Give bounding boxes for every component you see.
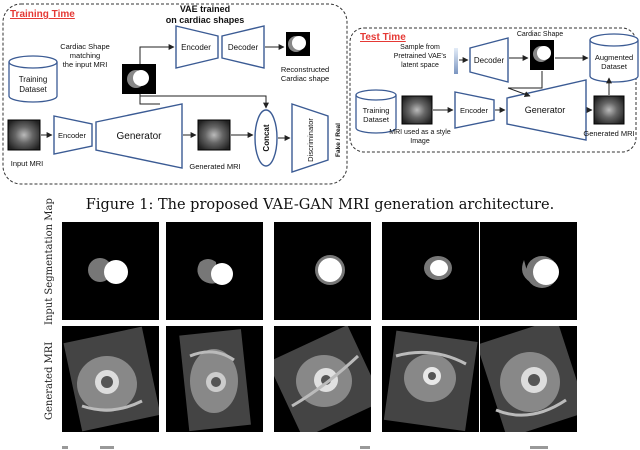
test-generated-mri-image bbox=[593, 95, 625, 125]
training-generator-block bbox=[95, 103, 183, 169]
training-time-title: Training Time bbox=[10, 9, 75, 20]
cardiac-shape-label-line3: the input MRI bbox=[63, 60, 108, 69]
reconstructed-label-line1: Reconstructed bbox=[281, 65, 329, 74]
vae-decoder-label: Decoder bbox=[228, 43, 259, 52]
cropped-text-fragment bbox=[62, 446, 548, 449]
training-encoder-label: Encoder bbox=[58, 131, 86, 140]
cardiac-shape-label-line2: matching bbox=[70, 51, 100, 60]
test-training-dataset-line2: Dataset bbox=[363, 115, 390, 124]
vae-encoder-block bbox=[175, 25, 219, 69]
cardiac-shape-short-label: Cardiac Shape bbox=[517, 31, 563, 38]
discriminator-block bbox=[291, 103, 329, 173]
generated-mri-label: Generated MRI bbox=[189, 162, 240, 171]
training-dataset-line1: Training bbox=[19, 75, 48, 84]
architecture-diagram: Training Time VAE trained on cardiac sha… bbox=[2, 3, 639, 185]
input-mri-image bbox=[7, 119, 41, 151]
training-generator-label: Generator bbox=[116, 131, 162, 142]
generated-mri-sample bbox=[166, 326, 263, 432]
latent-sample-bar bbox=[454, 48, 458, 74]
vae-encoder-label: Encoder bbox=[181, 43, 211, 52]
test-decoder-label: Decoder bbox=[474, 56, 505, 65]
test-time-title: Test Time bbox=[360, 32, 406, 43]
test-encoder-label: Encoder bbox=[460, 106, 488, 115]
test-training-dataset-cylinder bbox=[355, 89, 397, 134]
generated-mri-sample bbox=[274, 326, 371, 432]
style-label-line1: MRI used as a style bbox=[389, 129, 451, 136]
test-generated-mri-label: Generated MRI bbox=[583, 129, 634, 138]
segmentation-map bbox=[62, 222, 159, 320]
concat-node bbox=[254, 109, 278, 167]
fake-real-label: Fake / Real bbox=[335, 123, 342, 157]
augmented-dataset-line1: Augmented bbox=[595, 53, 633, 62]
generated-mri-sample bbox=[480, 326, 577, 432]
style-mri-image bbox=[401, 95, 433, 125]
input-mri-label: Input MRI bbox=[11, 159, 44, 168]
vae-decoder-block bbox=[221, 25, 265, 69]
vae-title-line2: on cardiac shapes bbox=[166, 15, 245, 25]
discriminator-label: Discriminator bbox=[306, 118, 315, 162]
segmentation-map bbox=[480, 222, 577, 320]
segmentation-map bbox=[166, 222, 263, 320]
style-label-line2: Image bbox=[410, 138, 430, 145]
sample-label-line2: Pretrained VAE's bbox=[394, 53, 447, 60]
generated-mri-sample bbox=[62, 326, 159, 432]
sample-label-line3: latent space bbox=[401, 62, 439, 69]
test-encoder-block bbox=[454, 91, 495, 129]
segmentation-map bbox=[274, 222, 371, 320]
training-dataset-cylinder bbox=[8, 55, 58, 103]
augmented-dataset-cylinder bbox=[589, 33, 639, 83]
reconstructed-label-line2: Cardiac shape bbox=[281, 74, 329, 83]
training-time-panel bbox=[2, 3, 348, 185]
training-encoder-block bbox=[53, 115, 93, 155]
results-grid bbox=[62, 222, 577, 432]
test-training-dataset-line1: Training bbox=[363, 106, 390, 115]
test-time-panel bbox=[349, 27, 637, 153]
row-label-segmentation: Input Segmentation Map bbox=[44, 198, 55, 325]
test-generator-label: Generator bbox=[525, 105, 566, 115]
vae-title-line1: VAE trained bbox=[180, 4, 230, 14]
segmentation-map bbox=[382, 222, 479, 320]
generated-mri-image bbox=[197, 119, 231, 151]
row-label-generated-mri: Generated MRI bbox=[44, 341, 55, 420]
generated-mri-sample bbox=[382, 326, 479, 432]
concat-label: Concat bbox=[262, 124, 271, 151]
test-decoder-block bbox=[469, 37, 509, 83]
figure-caption: Figure 1: The proposed VAE-GAN MRI gener… bbox=[85, 197, 555, 213]
sample-label-line1: Sample from bbox=[400, 44, 440, 51]
augmented-dataset-line2: Dataset bbox=[601, 62, 628, 71]
cardiac-shape-label-line1: Cardiac Shape bbox=[60, 42, 110, 51]
training-dataset-line2: Dataset bbox=[19, 85, 47, 94]
